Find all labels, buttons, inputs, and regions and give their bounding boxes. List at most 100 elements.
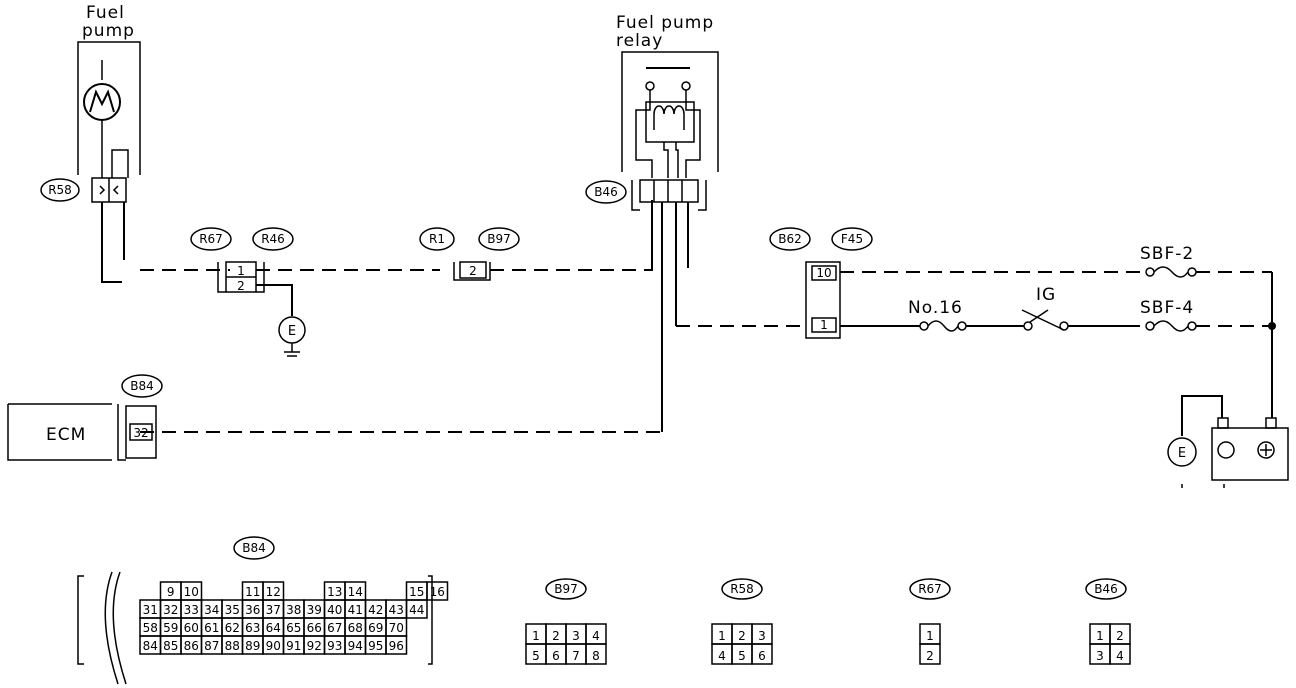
b84-pin-31: 31: [143, 603, 158, 617]
r67-pin-1: 1: [926, 629, 934, 643]
b97-pin-7: 7: [572, 649, 580, 663]
b97-pin-2: 2: [552, 629, 560, 643]
r58-view-label: R58: [730, 582, 754, 596]
ground-label: E: [288, 324, 296, 339]
b84-pin-90: 90: [266, 639, 281, 653]
r58-pin-3: 3: [758, 629, 766, 643]
r67-label: R67: [199, 232, 223, 246]
r58-pin-5: 5: [738, 649, 746, 663]
fuel-pump-label-1: Fuel: [86, 3, 125, 23]
r58-pin-1: 1: [718, 629, 726, 643]
b84-pin-86: 86: [184, 639, 199, 653]
b84-pin-58: 58: [143, 621, 158, 635]
b97-pin-8: 8: [592, 649, 600, 663]
junction-dot: [1268, 322, 1276, 330]
b84-pin-93: 93: [327, 639, 342, 653]
sbf4-fuse-icon: SBF-4: [1140, 298, 1197, 332]
b97-pin-2: 2: [469, 264, 477, 278]
b84-pin-95: 95: [368, 639, 383, 653]
b84-pin-11: 11: [245, 585, 260, 599]
b84-label: B84: [130, 379, 154, 393]
r58-pin-2: 2: [738, 629, 746, 643]
b62-pin-10: 10: [816, 266, 831, 280]
b84-pin-37: 37: [266, 603, 281, 617]
b46-connector: B46: [585, 179, 707, 211]
b84-pin-96: 96: [389, 639, 404, 653]
b97-pin-5: 5: [532, 649, 540, 663]
fuel-pump-label-2: pump: [82, 21, 135, 41]
b84-pin-89: 89: [245, 639, 260, 653]
b84-pin-32: 32: [133, 426, 148, 440]
battery-icon: [1181, 417, 1289, 488]
wire-pump-ground: [101, 202, 122, 283]
b97-pin-4: 4: [592, 629, 600, 643]
battery-positive-icon: [1257, 441, 1275, 459]
b84-pin-70: 70: [389, 621, 404, 635]
r58-pin-4: 4: [718, 649, 726, 663]
r58-label: R58: [48, 183, 72, 197]
b84-pin-63: 63: [245, 621, 260, 635]
b84-pin-40: 40: [327, 603, 342, 617]
r67-connector: R67 R46 1 2: [190, 227, 294, 293]
b84-pin-33: 33: [184, 603, 199, 617]
b84-pin-66: 66: [307, 621, 322, 635]
b84-pin-85: 85: [163, 639, 178, 653]
b46-pin-1: 1: [1096, 629, 1104, 643]
b46-pin-4: 4: [1116, 649, 1124, 663]
b62-connector: B62 F45 10 1: [769, 227, 873, 339]
b84-pin-69: 69: [368, 621, 383, 635]
b84-pin-16: 16: [430, 585, 445, 599]
b84-pin-64: 64: [266, 621, 281, 635]
b84-pin-94: 94: [348, 639, 363, 653]
b84-pin-67: 67: [327, 621, 342, 635]
b84-pin-36: 36: [245, 603, 260, 617]
ecm-label: ECM: [46, 425, 86, 445]
r1-label: R1: [429, 232, 445, 246]
ig-switch-icon: IG: [1021, 285, 1069, 331]
b84-pin-61: 61: [204, 621, 219, 635]
b84-pin-39: 39: [307, 603, 322, 617]
ground-symbol: E: [278, 316, 306, 357]
battery-ground-label: E: [1178, 446, 1186, 461]
b84-pin-14: 14: [348, 585, 363, 599]
sbf2-fuse-icon: SBF-2: [1140, 244, 1197, 278]
b84-pin-44: 44: [409, 603, 424, 617]
b84-pin-42: 42: [368, 603, 383, 617]
r58-pin-6: 6: [758, 649, 766, 663]
b97-pin-6: 6: [552, 649, 560, 663]
r67-view-label: R67: [918, 582, 942, 596]
b84-pin-91: 91: [286, 639, 301, 653]
b84-pin-35: 35: [225, 603, 240, 617]
battery-negative-icon: [1217, 441, 1235, 459]
b46-pin-3: 3: [1096, 649, 1104, 663]
b84-pin-32: 32: [163, 603, 178, 617]
b84-view-label: B84: [242, 541, 266, 555]
b97-pin-3: 3: [572, 629, 580, 643]
sbf4-label: SBF-4: [1140, 298, 1194, 318]
b84-pin-62: 62: [225, 621, 240, 635]
fuel-pump-housing: [77, 41, 141, 175]
b84-pin-59: 59: [163, 621, 178, 635]
fuel-pump-relay: Fuel pump relay: [616, 13, 719, 178]
f45-label: F45: [841, 232, 863, 246]
b62-label: B62: [778, 232, 802, 246]
r58-connector: R58: [40, 177, 127, 203]
b62-pin-1: 1: [820, 318, 828, 332]
relay-label-2: relay: [616, 31, 663, 51]
b84-pin-68: 68: [348, 621, 363, 635]
r67-pin-2: 2: [926, 649, 934, 663]
sbf2-label: SBF-2: [1140, 244, 1194, 264]
r67-pin-1: 1: [237, 264, 245, 278]
fuse-no16-label: No.16: [908, 298, 963, 318]
b97-label: B97: [487, 232, 511, 246]
b84-pin-60: 60: [184, 621, 199, 635]
r67-pin-2: 2: [237, 279, 245, 293]
b84-pin-15: 15: [409, 585, 424, 599]
b84-pin-41: 41: [348, 603, 363, 617]
battery-ground-symbol: E: [1167, 437, 1197, 467]
b97-pin-1: 1: [532, 629, 540, 643]
